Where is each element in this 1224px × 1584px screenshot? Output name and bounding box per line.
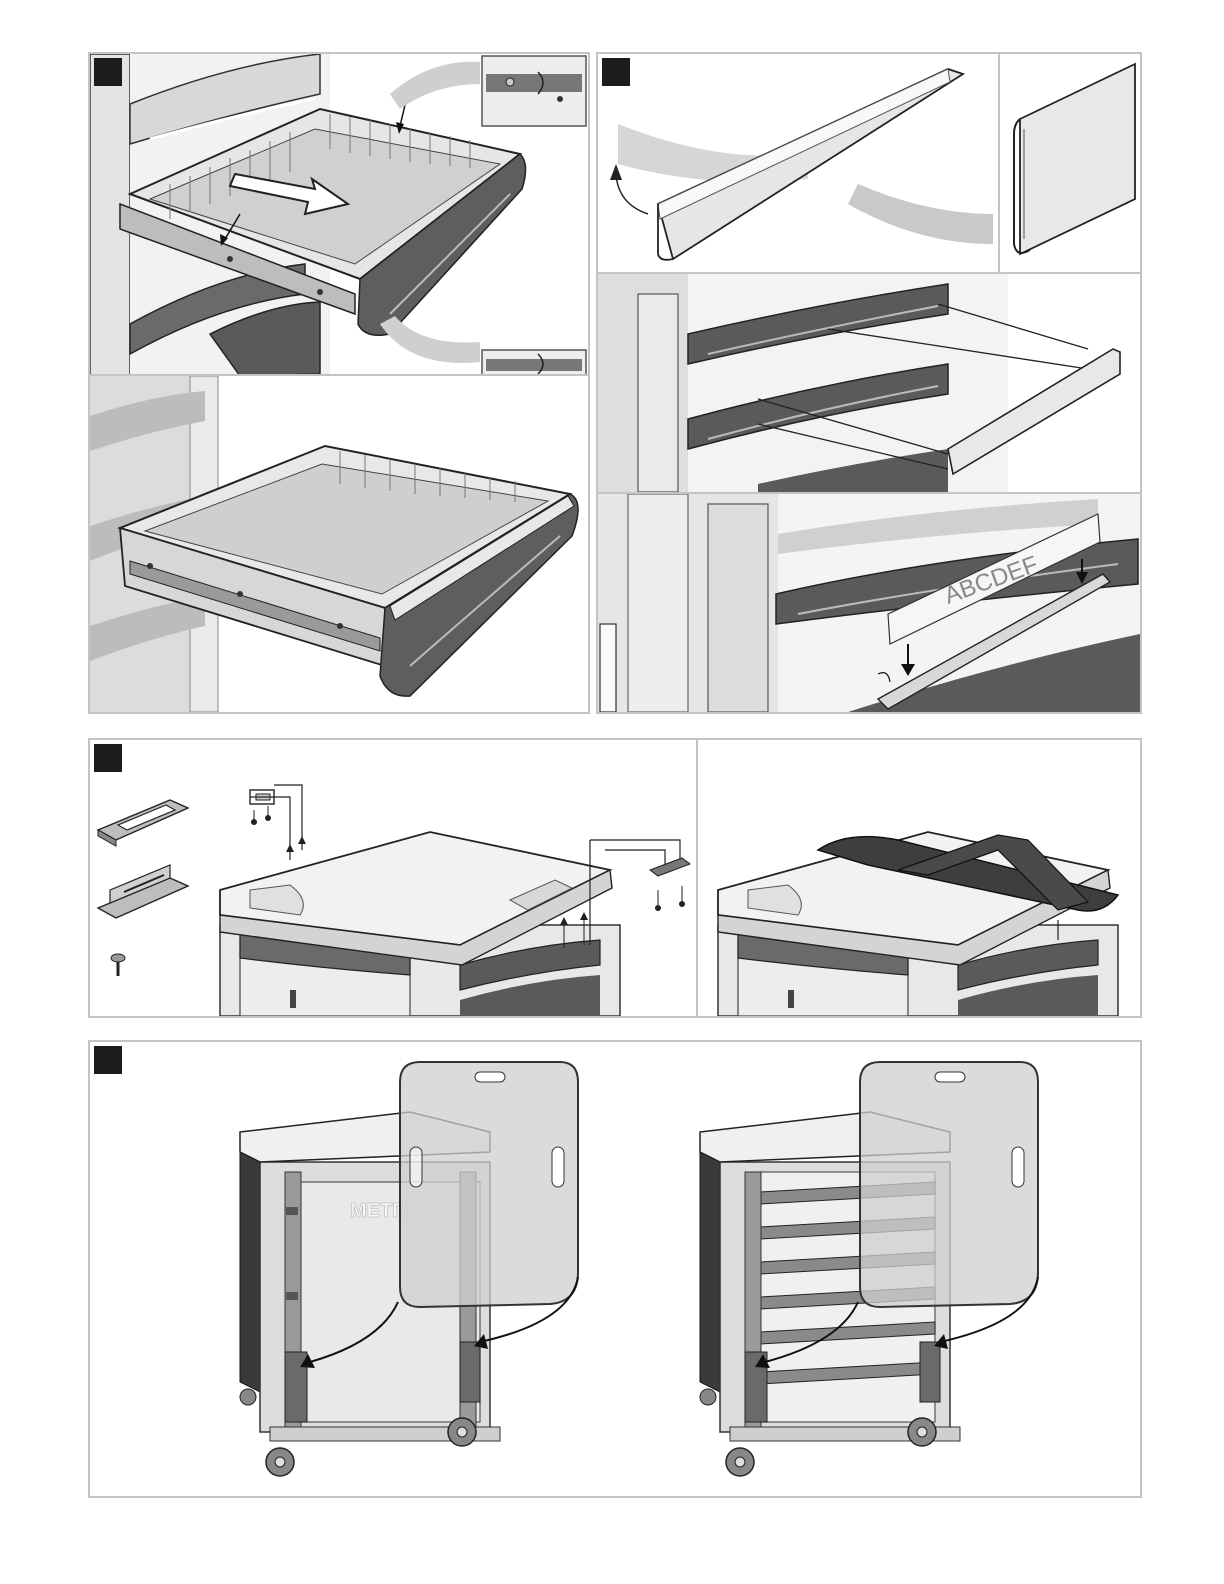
panel-side-cover: METRO bbox=[88, 1040, 1142, 1498]
bracket-icon bbox=[98, 800, 188, 846]
step-badge bbox=[602, 58, 630, 86]
caster-wheel-icon bbox=[726, 1448, 754, 1476]
cart-top-brackets-illustration bbox=[210, 740, 696, 1016]
parts-illustration bbox=[90, 740, 210, 1016]
panel-drawer-removal bbox=[88, 52, 590, 714]
caster-wheel-icon bbox=[448, 1418, 476, 1446]
label-strip-profile-illustration bbox=[1000, 54, 1140, 272]
cart-open-panel-illustration bbox=[690, 1052, 1050, 1492]
cart-closed-panel-illustration: METRO bbox=[230, 1052, 590, 1492]
handle-icon bbox=[98, 865, 188, 918]
screw-icon bbox=[111, 954, 125, 976]
label-insert-illustration: ABCDEF bbox=[598, 494, 1140, 712]
label-strip-bend-illustration bbox=[598, 54, 998, 272]
cart-top-strap-illustration bbox=[698, 740, 1140, 1016]
drawer-removed-illustration bbox=[90, 376, 588, 712]
caster-wheel-icon bbox=[266, 1448, 294, 1476]
step-badge bbox=[94, 58, 122, 86]
step-badge bbox=[94, 744, 122, 772]
panel-handles-strap bbox=[88, 738, 1142, 1018]
panel-label-holder: ABCDEF bbox=[596, 52, 1142, 714]
drawer-pull-illustration bbox=[90, 54, 588, 376]
label-strip-mount-illustration bbox=[598, 274, 1140, 492]
step-badge bbox=[94, 1046, 122, 1074]
caster-wheel-icon bbox=[908, 1418, 936, 1446]
